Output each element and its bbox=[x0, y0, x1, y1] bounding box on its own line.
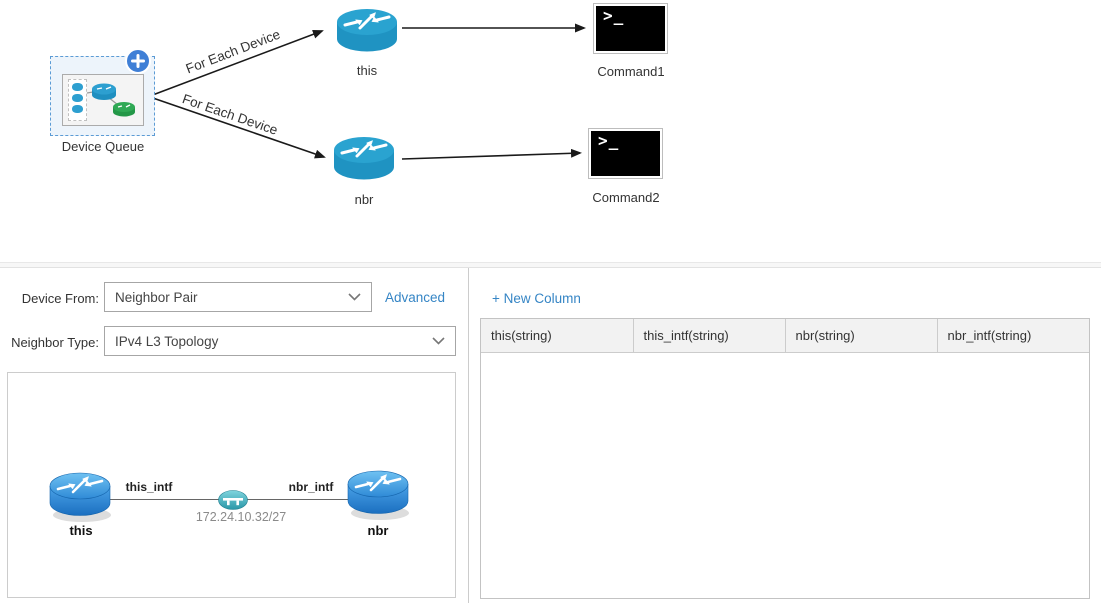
device-list-icon bbox=[68, 79, 87, 121]
device-cylinder-icon bbox=[72, 94, 83, 102]
media-segment-icon bbox=[218, 490, 248, 510]
column-header-this-intf: this_intf(string) bbox=[633, 319, 786, 353]
device-queue-node[interactable] bbox=[50, 48, 155, 136]
device-cylinder-icon bbox=[72, 83, 83, 91]
output-variables-panel: + New Column this(string) this_intf(stri… bbox=[469, 268, 1101, 603]
command2-label: Command2 bbox=[592, 190, 660, 205]
this-intf-label: this_intf bbox=[125, 480, 173, 494]
chevron-down-icon bbox=[432, 337, 445, 345]
device-from-value: Neighbor Pair bbox=[115, 289, 198, 305]
preview-nbr-label: nbr bbox=[367, 523, 389, 538]
add-device-button[interactable] bbox=[125, 48, 151, 74]
preview-this-label: this bbox=[69, 523, 93, 538]
column-header-this: this(string) bbox=[481, 319, 634, 353]
neighbor-type-select[interactable]: IPv4 L3 Topology bbox=[104, 326, 456, 356]
device-from-select[interactable]: Neighbor Pair bbox=[104, 282, 372, 312]
panel-divider bbox=[468, 268, 469, 603]
plus-icon bbox=[131, 54, 145, 68]
mini-router-icon bbox=[92, 83, 116, 100]
nbr-intf-label: nbr_intf bbox=[288, 480, 334, 494]
subnet-label: 172.24.10.32/27 bbox=[195, 510, 287, 524]
device-from-label: Device From: bbox=[21, 291, 99, 306]
router-this-label: this bbox=[356, 63, 378, 78]
section-divider bbox=[0, 262, 1101, 268]
column-header-nbr: nbr(string) bbox=[785, 319, 938, 353]
neighbor-type-value: IPv4 L3 Topology bbox=[115, 333, 219, 349]
preview-router-nbr-icon bbox=[347, 470, 409, 520]
router-nbr-label: nbr bbox=[354, 192, 374, 207]
queue-topology-icon bbox=[86, 83, 135, 117]
neighbor-type-label: Neighbor Type: bbox=[11, 335, 99, 350]
neighbor-pair-preview: this_intf nbr_intf 172.24.10.32/27 this … bbox=[7, 372, 456, 598]
terminal-icon: >_ bbox=[596, 6, 665, 51]
chevron-down-icon bbox=[348, 293, 361, 301]
device-cylinder-icon bbox=[72, 105, 83, 113]
router-icon-this[interactable] bbox=[335, 7, 399, 55]
device-queue-icon bbox=[62, 74, 144, 126]
terminal-icon: >_ bbox=[591, 131, 660, 176]
column-header-nbr-intf: nbr_intf(string) bbox=[937, 319, 1089, 353]
command1-label: Command1 bbox=[597, 64, 665, 79]
device-queue-label: Device Queue bbox=[61, 139, 145, 154]
preview-router-this-icon bbox=[49, 472, 111, 522]
table-header-row: this(string) this_intf(string) nbr(strin… bbox=[481, 319, 1089, 353]
variable-table: this(string) this_intf(string) nbr(strin… bbox=[480, 318, 1090, 599]
device-source-panel: Device From: Neighbor Pair Advanced Neig… bbox=[0, 268, 468, 603]
advanced-link[interactable]: Advanced bbox=[385, 290, 446, 305]
command2-node[interactable]: >_ bbox=[588, 128, 663, 179]
new-column-link[interactable]: + New Column bbox=[492, 291, 581, 306]
flow-connectors bbox=[149, 23, 586, 160]
router-icon-nbr[interactable] bbox=[332, 135, 396, 183]
mini-switch-icon bbox=[113, 102, 135, 117]
command1-node[interactable]: >_ bbox=[593, 3, 668, 54]
